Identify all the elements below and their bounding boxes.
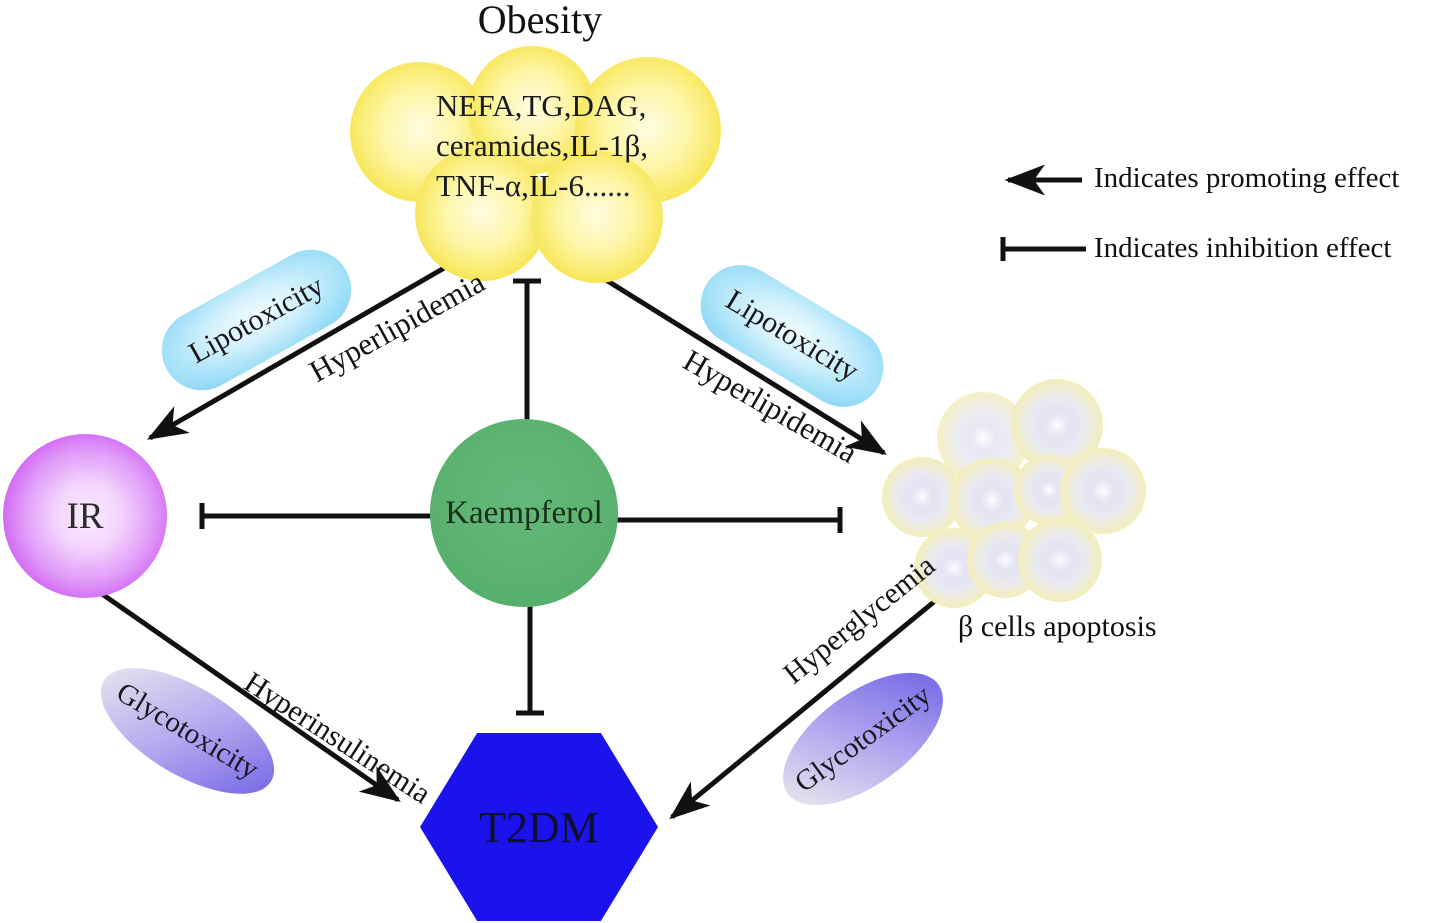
t2dm-node: T2DM [420, 733, 658, 921]
ir-label: IR [66, 495, 104, 537]
obesity-contents-line: NEFA,TG,DAG, [436, 88, 647, 123]
arrow-beta-cells-to-t2dm [669, 599, 937, 820]
tbar-kaempferol-to-ir [199, 503, 436, 529]
arrow-obesity-to-ir [146, 257, 460, 441]
tbar-kaempferol-to-obesity [513, 278, 541, 430]
legend-inhibition-label: Indicates inhibition effect [1094, 232, 1392, 264]
obesity-node-title: Obesity [477, 0, 603, 42]
beta-cell-circle [1018, 518, 1102, 602]
beta-cell-circle [882, 457, 962, 537]
kaempferol-label: Kaempferol [445, 494, 603, 531]
obesity-contents-line: ceramides,IL-1β, [436, 128, 649, 163]
obesity-cell-circle [415, 147, 549, 281]
beta-cells-label: β cells apoptosis [958, 610, 1157, 643]
obesity-contents: NEFA,TG,DAG, ceramides,IL-1β, TNF-α,IL-6… [436, 86, 648, 206]
tbar-kaempferol-to-t2dm [516, 600, 544, 716]
obesity-contents-line: TNF-α,IL-6...... [436, 168, 631, 203]
tbar-kaempferol-to-beta-cells [614, 507, 843, 533]
ir-node: IR [3, 434, 167, 598]
obesity-cell-circle [531, 151, 663, 283]
legend-promoting-label: Indicates promoting effect [1094, 162, 1400, 194]
kaempferol-node: Kaempferol [430, 419, 618, 607]
t2dm-label: T2DM [479, 802, 599, 852]
legend-inhibition-tbar-icon [1000, 237, 1086, 261]
arrow-obesity-to-beta-cells [588, 267, 887, 456]
arrow-ir-to-t2dm [80, 577, 401, 803]
